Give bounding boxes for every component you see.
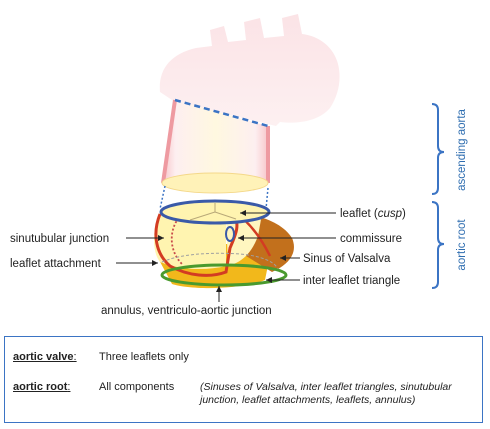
aortic-root-components-note: (Sinuses of Valsalva, inter leaflet tria…: [200, 381, 452, 406]
tube-cut-ellipse: [161, 172, 269, 194]
aortic-root-term: aortic root:: [13, 381, 71, 393]
ascending-aorta-bracket: ascending aorta: [431, 103, 468, 195]
ascending-aorta-tube: [159, 98, 270, 210]
annulus-label: annulus, ventriculo-aortic junction: [101, 305, 272, 317]
ascending-aorta-label: ascending aorta: [456, 108, 468, 190]
aortic-root-label: aortic root: [456, 219, 468, 271]
annulus-ring: [160, 263, 288, 287]
leader-lines: [116, 210, 336, 302]
sinutubular-junction-label: sinutubular junction: [10, 233, 109, 245]
leaflet-coaptation-lines: [189, 203, 237, 221]
projection-line-right: [265, 187, 269, 210]
tube-body: [163, 100, 268, 183]
tube-left-edge: [161, 99, 177, 184]
inter-leaflet-triangle-label: inter leaflet triangle: [303, 275, 400, 287]
sinus-of-valsalva-label: Sinus of Valsalva: [303, 253, 391, 265]
leaflet-attachment-label: leaflet attachment: [10, 258, 102, 270]
aortic-arch: [159, 14, 340, 126]
definition-box: aortic valve: Three leaflets only aortic…: [4, 336, 483, 423]
arch-boundary-dashed: [174, 98, 269, 128]
aortic-root-bracket: aortic root: [431, 201, 468, 289]
leaflet-label: leaflet (cusp): [340, 208, 406, 220]
aortic-root: [154, 199, 294, 289]
commissure-label: commissure: [340, 233, 402, 245]
projection-line-left: [159, 185, 166, 210]
aortic-valve-description: Three leaflets only: [99, 351, 189, 363]
leaflet-left: [154, 212, 226, 270]
aortic-valve-term: aortic valve:: [13, 351, 77, 363]
commissure-marker: [225, 226, 235, 242]
aortic-root-diagram: leaflet (cusp) sinutubular junction comm…: [10, 14, 468, 317]
arch-shape: [159, 14, 340, 126]
leaflet-attachment-line: [154, 211, 239, 277]
aortic-root-description: All components: [99, 381, 175, 393]
